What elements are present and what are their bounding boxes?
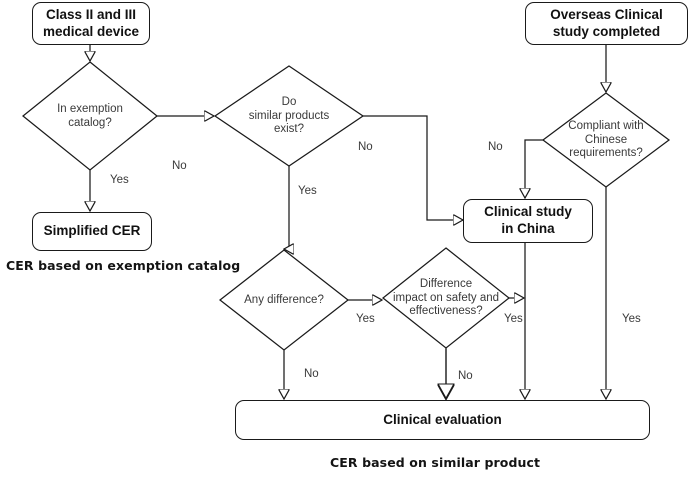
edge-label-any-difference-yes: Yes <box>356 313 375 325</box>
edge-label-impact-yes: Yes <box>504 313 523 325</box>
node-simplified-cer[interactable]: Simplified CER <box>32 212 152 251</box>
node-device-line2: medical device <box>42 23 140 39</box>
node-clinical-evaluation[interactable]: Clinical evaluation <box>235 400 650 440</box>
decision-shape-exemption <box>22 61 158 171</box>
edge-label-exemption-no: No <box>172 160 187 172</box>
edge-label-compliant-no: No <box>488 141 503 153</box>
node-overseas-clinical-study-completed[interactable]: Overseas Clinical study completed <box>525 2 688 45</box>
node-class-ii-iii-medical-device[interactable]: Class II and III medical device <box>32 2 150 45</box>
decision-shape-difference-impact <box>381 247 511 349</box>
edge-similar-yes-to-any-difference <box>284 166 289 249</box>
node-clinical-evaluation-label: Clinical evaluation <box>383 411 502 427</box>
decision-shape-compliant-chinese <box>541 92 671 188</box>
edge-label-compliant-yes: Yes <box>622 313 641 325</box>
node-overseas-line1: Overseas Clinical <box>550 6 663 22</box>
edge-similar-no-to-clinical-study-china <box>363 115 463 220</box>
edge-label-impact-no: No <box>458 370 473 382</box>
edge-compliant-no-to-clinical-study-china <box>525 139 543 198</box>
decision-shape-similar-products <box>213 65 365 167</box>
node-china-line2: in China <box>501 221 555 236</box>
node-device-line1: Class II and III <box>45 6 137 22</box>
edge-label-any-difference-no: No <box>304 368 319 380</box>
caption-similar-product: CER based on similar product <box>330 455 541 470</box>
edge-label-similar-yes: Yes <box>298 185 317 197</box>
node-clinical-study-in-china[interactable]: Clinical study in China <box>463 199 593 243</box>
caption-exemption-catalog: CER based on exemption catalog <box>6 258 241 273</box>
node-china-line1: Clinical study <box>484 204 572 220</box>
edge-label-similar-no: No <box>358 141 373 153</box>
node-simplified-cer-label: Simplified CER <box>43 223 141 239</box>
edge-label-exemption-yes: Yes <box>110 174 129 186</box>
node-overseas-line2: study completed <box>552 23 661 39</box>
